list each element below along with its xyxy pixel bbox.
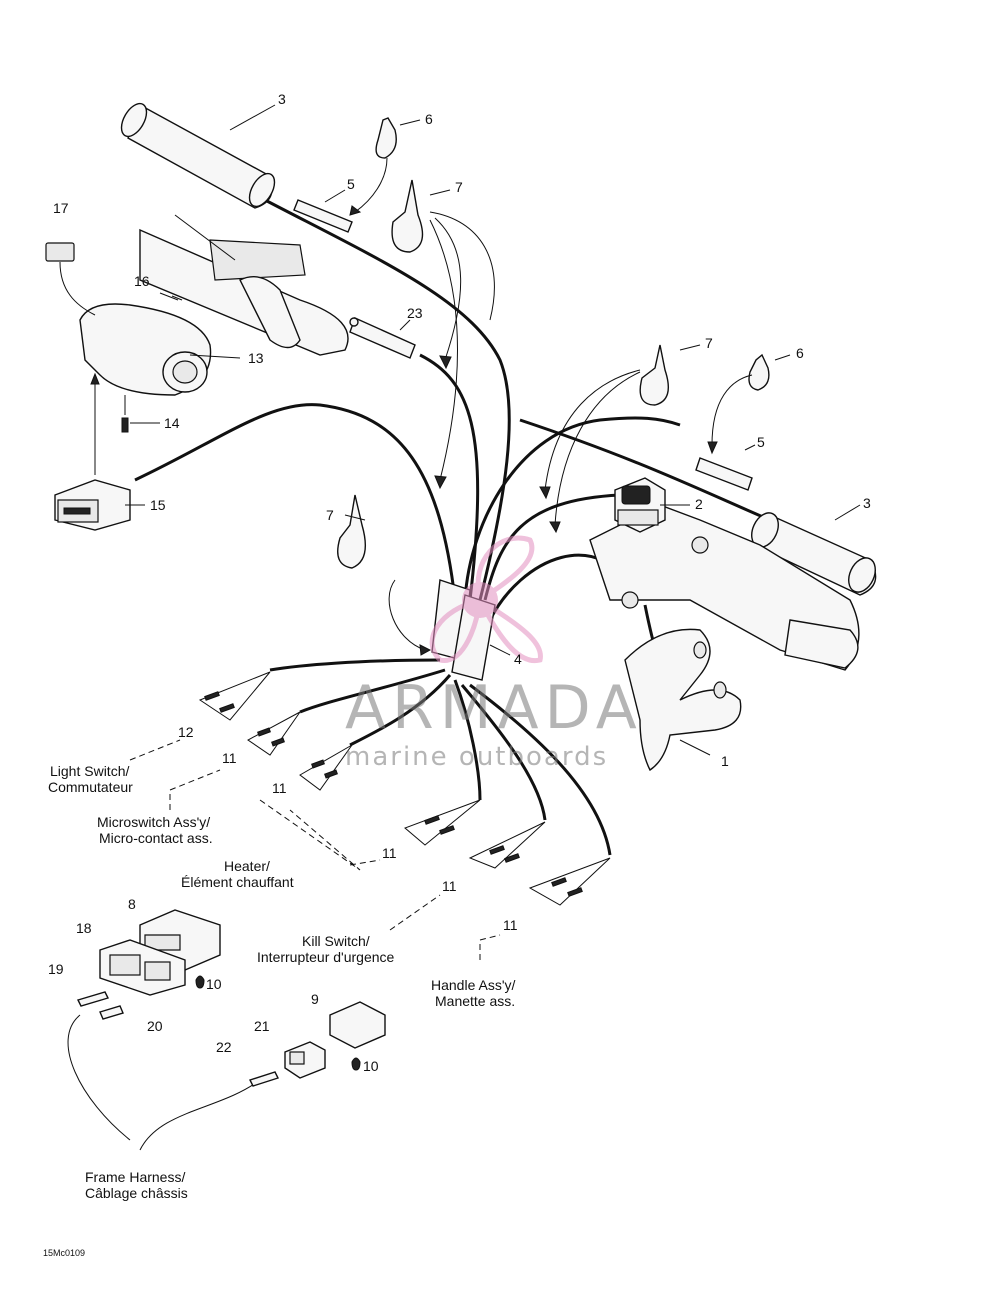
callout-3-right: 3 [863, 495, 871, 511]
handlebar-right [589, 504, 860, 671]
svg-text:Handle Ass'y/: Handle Ass'y/ [431, 977, 515, 993]
svg-text:Kill Switch/: Kill Switch/ [302, 933, 370, 949]
callout-20: 20 [147, 1018, 163, 1034]
callout-5-top: 5 [347, 176, 355, 192]
grease-drop-10b [351, 1057, 361, 1071]
cable-tie-7-right [539, 344, 669, 534]
callout-23: 23 [407, 305, 423, 321]
grip-heater-3-left [120, 102, 276, 209]
callout-7-middle: 7 [326, 507, 334, 523]
callout-10b: 10 [363, 1058, 379, 1074]
svg-text:Câblage châssis: Câblage châssis [85, 1185, 188, 1201]
callout-11e: 11 [503, 917, 518, 933]
terminal-19 [77, 991, 109, 1007]
clamp-6-right [707, 353, 770, 455]
terminal-group-11a [247, 711, 301, 756]
callout-8: 8 [128, 896, 136, 912]
handlebar-left [139, 214, 349, 356]
terminal-group-11b [299, 744, 353, 791]
grease-drop-10a [195, 975, 205, 989]
svg-text:Microswitch Ass'y/: Microswitch Ass'y/ [97, 814, 210, 830]
callout-17: 17 [53, 200, 69, 216]
protector-5-right [695, 457, 753, 491]
callout-numbers: 1 2 3 3 4 5 5 6 6 7 7 7 8 9 10 10 11 11 … [48, 91, 871, 1074]
callout-3-top: 3 [278, 91, 286, 107]
callout-6-right: 6 [796, 345, 804, 361]
terminal-group-11c [404, 799, 481, 846]
callout-10a: 10 [206, 976, 222, 992]
light-switch-15 [54, 372, 131, 531]
callout-1: 1 [721, 753, 729, 769]
screw-14 [121, 395, 129, 433]
callout-7-right: 7 [705, 335, 713, 351]
svg-text:Heater/: Heater/ [224, 858, 270, 874]
throttle-lever-1 [624, 628, 742, 772]
cable-tie-7-top [391, 179, 495, 490]
callout-16: 16 [134, 273, 150, 289]
svg-text:Élément chauffant: Élément chauffant [181, 874, 294, 890]
callout-11d: 11 [442, 878, 457, 894]
callout-11a: 11 [222, 750, 237, 766]
sticker-17 [45, 242, 75, 262]
callout-11c: 11 [382, 845, 397, 861]
protector-5-top [293, 199, 353, 233]
callout-9: 9 [311, 991, 319, 1007]
armada-watermark: ARMADA marine outboards [345, 535, 643, 772]
grip-heater-3-right [751, 512, 877, 596]
cable-tie-7-middle [337, 494, 432, 656]
watermark-brand: ARMADA [345, 673, 643, 743]
svg-text:Micro-contact ass.: Micro-contact ass. [99, 830, 213, 846]
propeller-logo [429, 535, 543, 664]
figure-code: 15Mc0109 [43, 1248, 85, 1258]
harness-wires [134, 198, 771, 856]
kill-switch-2 [614, 477, 666, 533]
label-microswitch: Microswitch Ass'y/ Micro-contact ass. [97, 814, 213, 846]
watermark-tagline: marine outboards [345, 742, 608, 772]
terminal-22 [249, 1071, 279, 1087]
callout-5-right: 5 [757, 434, 765, 450]
connector-housing-21 [284, 1041, 326, 1079]
terminal-group-11e [528, 857, 611, 906]
connector-housing-18 [99, 939, 186, 996]
callout-21: 21 [254, 1018, 270, 1034]
callout-6-top: 6 [425, 111, 433, 127]
label-frame-harness: Frame Harness/ Câblage châssis [85, 1169, 188, 1201]
svg-text:Light Switch/: Light Switch/ [50, 763, 129, 779]
connector-23 [349, 317, 416, 359]
callout-11b: 11 [272, 780, 287, 796]
label-heater: Heater/ Élément chauffant [181, 858, 294, 890]
callout-15: 15 [150, 497, 166, 513]
callout-12: 12 [178, 724, 194, 740]
label-kill-switch: Kill Switch/ Interrupteur d'urgence [257, 933, 395, 965]
label-handle-assy: Handle Ass'y/ Manette ass. [431, 977, 515, 1009]
callout-7-top: 7 [455, 179, 463, 195]
throttle-housing-13 [79, 303, 212, 396]
callout-13: 13 [248, 350, 264, 366]
callout-22: 22 [216, 1039, 232, 1055]
svg-text:Interrupteur d'urgence: Interrupteur d'urgence [257, 949, 395, 965]
terminal-group-11d [468, 821, 546, 869]
callout-4: 4 [514, 651, 522, 667]
svg-text:Manette ass.: Manette ass. [435, 993, 515, 1009]
screw-16 [159, 292, 183, 301]
clamp-6-top [349, 117, 397, 216]
terminal-20 [99, 1005, 124, 1020]
leader-lines [125, 104, 861, 960]
callout-14: 14 [164, 415, 180, 431]
callout-18: 18 [76, 920, 92, 936]
svg-text:Frame Harness/: Frame Harness/ [85, 1169, 185, 1185]
label-light-switch: Light Switch/ Commutateur [48, 763, 133, 795]
svg-text:Commutateur: Commutateur [48, 779, 133, 795]
component-labels: Light Switch/ Commutateur Microswitch As… [48, 763, 515, 1201]
connector-housing-9 [329, 1001, 386, 1049]
terminal-group-12 [198, 671, 271, 721]
callout-19: 19 [48, 961, 64, 977]
callout-2: 2 [695, 496, 703, 512]
